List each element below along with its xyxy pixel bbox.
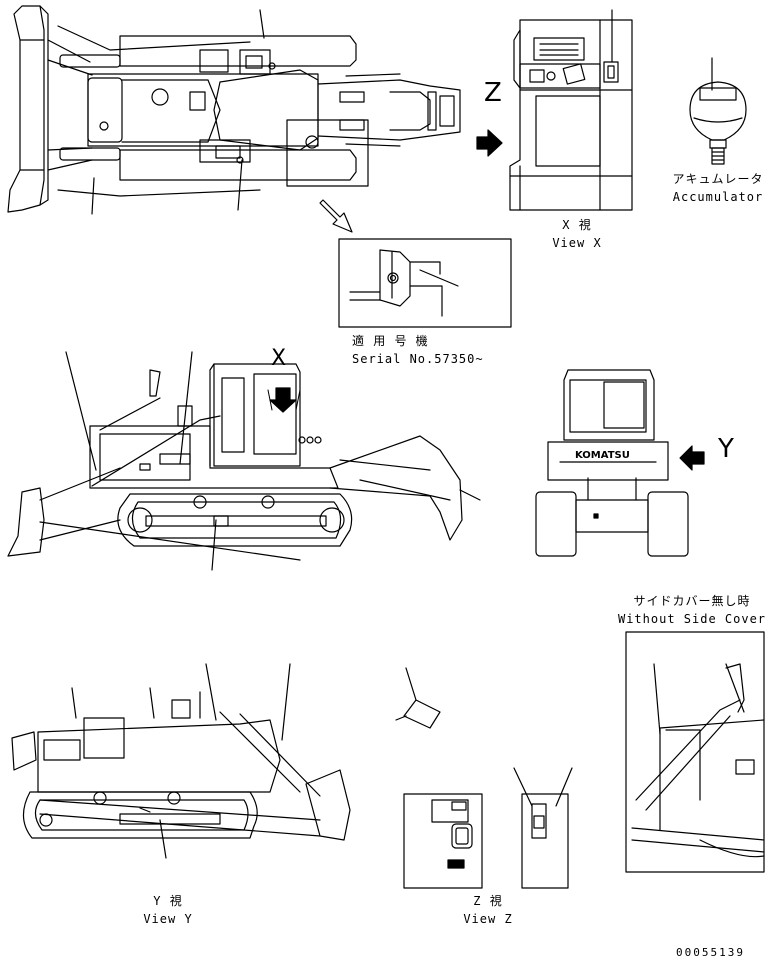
view-x-en-label: View X — [552, 236, 602, 250]
brand-label: KOMATSU — [575, 450, 630, 461]
accumulator-icon — [689, 57, 747, 165]
view-z-jp-label: Z 視 — [473, 894, 503, 908]
view-x-panel — [509, 9, 633, 211]
view-y-dozer — [11, 663, 351, 859]
top-view-dozer — [7, 5, 461, 215]
view-z-en-label: View Z — [463, 912, 513, 926]
left-arrow-icon — [679, 445, 705, 471]
down-arrow-icon — [269, 387, 297, 413]
serial-detail-inset — [338, 238, 512, 328]
accumulator-en-label: Accumulator — [672, 190, 764, 204]
side-cover-en-label: Without Side Cover — [617, 612, 767, 626]
right-arrow-icon — [476, 129, 503, 157]
accumulator-jp-label: アキュムレータ — [672, 172, 764, 186]
outline-diagonal-arrow-icon — [319, 199, 353, 233]
side-view-dozer — [7, 351, 481, 571]
rear-view-dozer: KOMATSU — [535, 369, 689, 557]
without-side-cover-frame — [625, 631, 765, 873]
serial-jp-label: 適 用 号 機 — [352, 334, 429, 348]
view-z-panel — [395, 667, 573, 889]
y-view-letter: Y — [718, 434, 734, 464]
view-x-jp-label: X 視 — [562, 218, 592, 232]
view-y-en-label: View Y — [143, 912, 193, 926]
drawing-number: 00055139 — [676, 946, 745, 959]
x-view-letter: X — [271, 346, 287, 371]
z-view-letter: Z — [484, 78, 502, 108]
view-y-jp-label: Y 視 — [153, 894, 183, 908]
serial-en-label: Serial No.57350~ — [352, 352, 484, 366]
side-cover-jp-label: サイドカバー無し時 — [633, 594, 751, 608]
